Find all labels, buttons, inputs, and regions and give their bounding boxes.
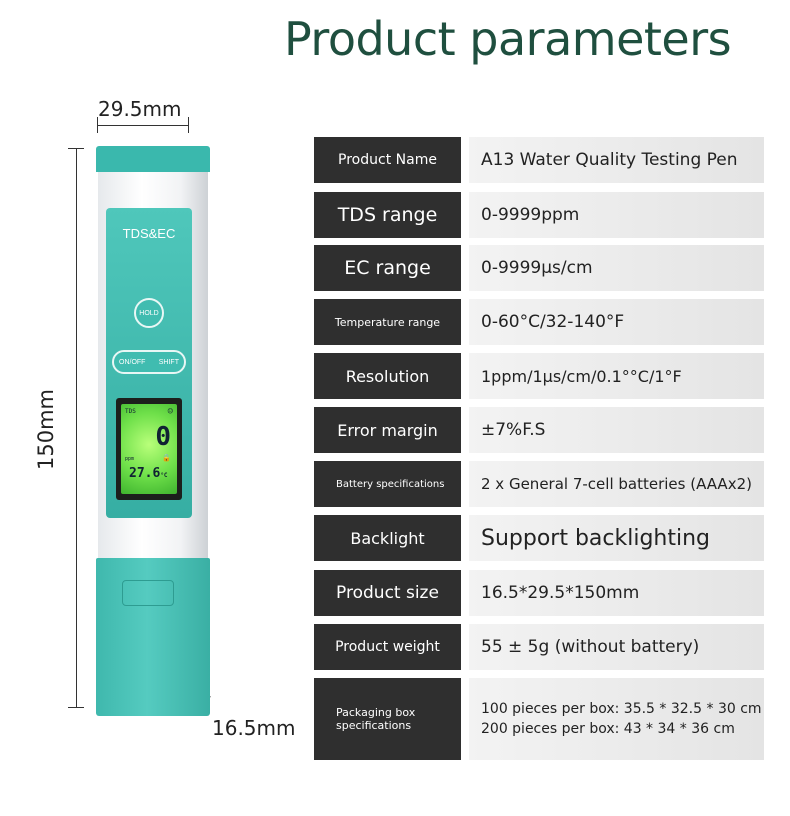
row-label: Backlight	[314, 515, 461, 561]
row-value: 0-9999ppm	[469, 192, 764, 238]
table-row: Error margin ±7%F.S	[314, 407, 764, 453]
row-value: 1ppm/1μs/cm/0.1°°C/1°F	[469, 353, 764, 399]
lcd-temp-value: 27.6	[129, 466, 161, 481]
row-value: ±7%F.S	[469, 407, 764, 453]
row-value: 55 ± 5g (without battery)	[469, 624, 764, 670]
table-row: TDS range 0-9999ppm	[314, 192, 764, 238]
lcd-mode: TDS	[125, 408, 136, 415]
shift-label: SHIFT	[158, 358, 179, 366]
table-row: Product Name A13 Water Quality Testing P…	[314, 137, 764, 183]
row-value: 0-9999μs/cm	[469, 245, 764, 291]
onoff-label: ON/OFF	[119, 358, 146, 366]
lcd-display: TDS ☺ 0 ppm 🔒 27.6°C	[116, 398, 182, 500]
lcd-screen: TDS ☺ 0 ppm 🔒 27.6°C	[121, 404, 177, 494]
row-label: EC range	[314, 245, 461, 291]
lcd-temp-unit: °C	[160, 472, 168, 479]
pen-body: TDS&EC HOLD ON/OFF SHIFT TDS ☺ 0 ppm 🔒 2…	[98, 172, 208, 566]
row-label: Error margin	[314, 407, 461, 453]
cap-grip	[122, 580, 174, 606]
lock-icon: 🔒	[162, 454, 171, 462]
row-value: 100 pieces per box: 35.5 * 32.5 * 30 cm …	[469, 678, 764, 760]
table-row: Product size 16.5*29.5*150mm	[314, 570, 764, 616]
table-row: EC range 0-9999μs/cm	[314, 245, 764, 291]
table-row: Temperature range 0-60°C/32-140°F	[314, 299, 764, 345]
row-label: Packaging box specifications	[314, 678, 461, 760]
table-row: Battery specifications 2 x General 7-cel…	[314, 461, 764, 507]
row-value: 0-60°C/32-140°F	[469, 299, 764, 345]
row-label: Temperature range	[314, 299, 461, 345]
packaging-line-2: 200 pieces per box: 43 * 34 * 36 cm	[481, 721, 735, 737]
pen-front-panel: TDS&EC HOLD ON/OFF SHIFT TDS ☺ 0 ppm 🔒 2…	[106, 208, 192, 518]
hold-button-label: HOLD	[139, 309, 159, 317]
lcd-unit: ppm	[125, 456, 135, 462]
page-title: Product parameters	[284, 12, 732, 66]
table-row: Packaging box specifications 100 pieces …	[314, 678, 764, 760]
table-row: Backlight Support backlighting	[314, 515, 764, 561]
row-label: TDS range	[314, 192, 461, 238]
height-label: 150mm	[34, 389, 58, 470]
row-value: Support backlighting	[469, 515, 764, 561]
row-label: Product Name	[314, 137, 461, 183]
row-label: Battery specifications	[314, 461, 461, 507]
table-row: Product weight 55 ± 5g (without battery)	[314, 624, 764, 670]
tds-pen-image: TDS&EC HOLD ON/OFF SHIFT TDS ☺ 0 ppm 🔒 2…	[96, 146, 210, 716]
power-shift-button: ON/OFF SHIFT	[112, 350, 186, 374]
smiley-icon: ☺	[167, 407, 173, 417]
row-label: Resolution	[314, 353, 461, 399]
pen-bottom-cap	[96, 558, 210, 716]
pen-top-cap	[96, 146, 210, 172]
row-label: Product size	[314, 570, 461, 616]
width-label: 29.5mm	[98, 97, 182, 121]
depth-label: 16.5mm	[212, 716, 296, 740]
row-value: 2 x General 7-cell batteries (AAAx2)	[469, 461, 764, 507]
row-value: A13 Water Quality Testing Pen	[469, 137, 764, 183]
lcd-reading: 0	[155, 422, 171, 452]
lcd-temperature: 27.6°C	[129, 466, 168, 481]
table-row: Resolution 1ppm/1μs/cm/0.1°°C/1°F	[314, 353, 764, 399]
packaging-line-1: 100 pieces per box: 35.5 * 32.5 * 30 cm	[481, 701, 762, 717]
row-value: 16.5*29.5*150mm	[469, 570, 764, 616]
pen-model-label: TDS&EC	[122, 226, 176, 241]
row-label: Product weight	[314, 624, 461, 670]
hold-button: HOLD	[134, 298, 164, 328]
